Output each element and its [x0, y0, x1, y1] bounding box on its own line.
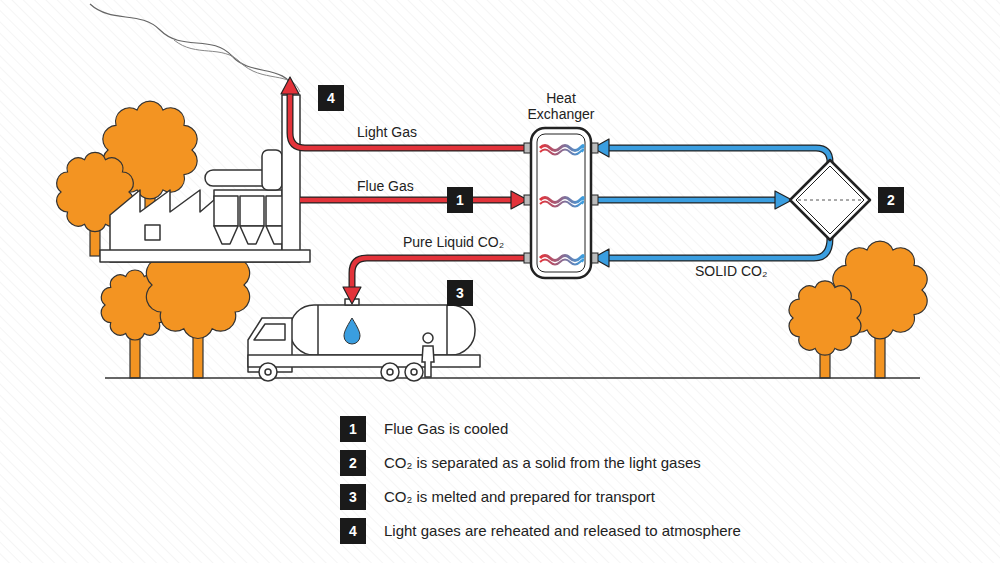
flow-label: Pure Liquid CO₂: [403, 234, 504, 250]
callout-number: 1: [447, 187, 473, 213]
callout-number: 4: [340, 518, 366, 544]
legend-text: Light gases are reheated and released to…: [384, 522, 741, 540]
callout-number: 2: [878, 187, 904, 213]
heat-exchanger: Heat Exchanger: [521, 90, 601, 122]
callout-number: 3: [340, 484, 366, 510]
flow-label: Flue Gas: [357, 178, 414, 194]
node-heading: Heat Exchanger: [521, 90, 601, 122]
flow-label: Light Gas: [357, 124, 417, 140]
callout-number: 2: [340, 450, 366, 476]
tree-crown: [789, 281, 861, 355]
legend-text: CO₂ is melted and prepared for transport: [384, 488, 655, 506]
flow-label: SOLID CO₂: [695, 263, 767, 279]
legend-text: CO₂ is separated as a solid from the lig…: [384, 454, 701, 472]
legend-text: Flue Gas is cooled: [384, 420, 508, 438]
callout-number: 3: [447, 280, 473, 306]
callout-number: 4: [318, 85, 344, 111]
callout-number: 1: [340, 416, 366, 442]
